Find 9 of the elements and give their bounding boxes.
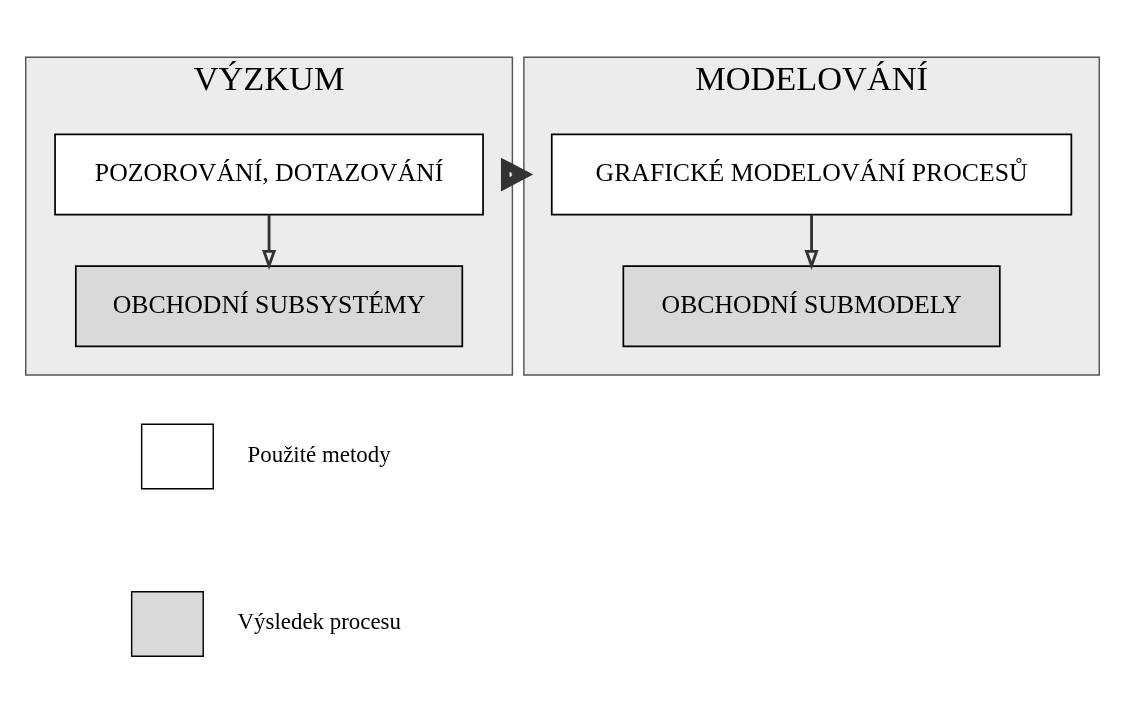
node-box: POZOROVÁNÍ, DOTAZOVÁNÍ <box>54 133 484 216</box>
legend-label: Výsledek procesu <box>237 609 401 635</box>
arrow <box>262 214 277 271</box>
arrow <box>500 157 534 192</box>
node-box: OBCHODNÍ SUBSYSTÉMY <box>74 265 464 348</box>
legend-label: Použité metody <box>247 441 391 467</box>
node-box: OBCHODNÍ SUBMODELY <box>622 265 1001 348</box>
arrow <box>804 214 819 271</box>
node-box: GRAFICKÉ MODELOVÁNÍ PROCESŮ <box>550 133 1073 216</box>
